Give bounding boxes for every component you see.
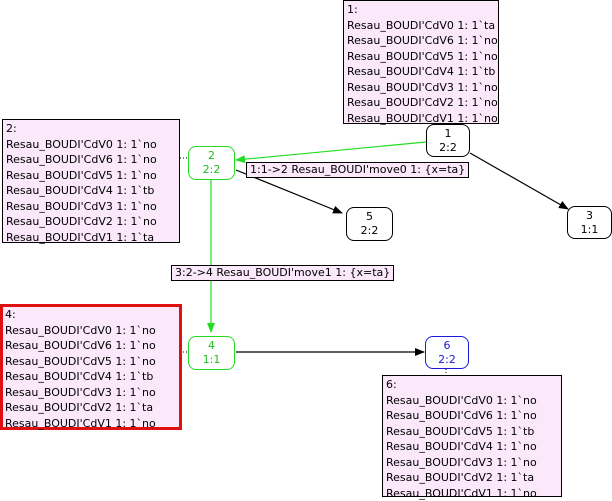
state-line: Resau_BOUDI'CdV1 1: 1`no [386, 486, 558, 501]
state-title: 2: [6, 121, 176, 137]
state-line: Resau_BOUDI'CdV6 1: 1`no [6, 152, 176, 168]
state-line: Resau_BOUDI'CdV5 1: 1`no [347, 49, 495, 65]
node-2[interactable]: 2 2:2 [188, 146, 235, 180]
state-box-1[interactable]: 1: Resau_BOUDI'CdV0 1: 1`ta Resau_BOUDI'… [343, 0, 499, 124]
state-line: Resau_BOUDI'CdV0 1: 1`no [6, 137, 176, 153]
node-id: 6 [426, 339, 468, 353]
state-box-4-selected[interactable]: 4: Resau_BOUDI'CdV0 1: 1`no Resau_BOUDI'… [0, 304, 182, 430]
node-marking: 2:2 [427, 141, 469, 155]
state-line: Resau_BOUDI'CdV5 1: 1`no [6, 168, 176, 184]
node-id: 1 [427, 127, 469, 141]
state-line: Resau_BOUDI'CdV1 1: 1`no [347, 111, 495, 127]
node-4[interactable]: 4 1:1 [188, 336, 235, 370]
state-line: Resau_BOUDI'CdV3 1: 1`no [347, 80, 495, 96]
edge-1-to-3 [470, 153, 568, 209]
state-line: Resau_BOUDI'CdV2 1: 1`ta [5, 400, 177, 416]
node-6[interactable]: 6 2:2 [425, 336, 469, 369]
state-title: 4: [5, 307, 177, 323]
state-line: Resau_BOUDI'CdV6 1: 1`no [5, 338, 177, 354]
state-line: Resau_BOUDI'CdV0 1: 1`no [5, 323, 177, 339]
node-id: 3 [568, 209, 611, 223]
state-line: Resau_BOUDI'CdV1 1: 1`ta [6, 230, 176, 246]
node-id: 2 [189, 149, 234, 163]
state-box-6[interactable]: 6: Resau_BOUDI'CdV0 1: 1`no Resau_BOUDI'… [382, 375, 562, 497]
state-line: Resau_BOUDI'CdV6 1: 1`no [347, 33, 495, 49]
state-box-2[interactable]: 2: Resau_BOUDI'CdV0 1: 1`no Resau_BOUDI'… [2, 119, 180, 243]
node-id: 4 [189, 339, 234, 353]
node-id: 5 [347, 210, 392, 224]
node-1[interactable]: 1 2:2 [426, 124, 470, 157]
node-marking: 2:2 [189, 163, 234, 177]
state-title: 6: [386, 377, 558, 393]
node-marking: 2:2 [426, 353, 468, 367]
state-line: Resau_BOUDI'CdV2 1: 1`ta [386, 470, 558, 486]
edge-1-to-2 [236, 142, 426, 160]
node-5[interactable]: 5 2:2 [346, 207, 393, 241]
node-marking: 1:1 [568, 223, 611, 237]
state-line: Resau_BOUDI'CdV5 1: 1`tb [386, 424, 558, 440]
state-line: Resau_BOUDI'CdV4 1: 1`tb [347, 64, 495, 80]
state-line: Resau_BOUDI'CdV3 1: 1`no [5, 385, 177, 401]
state-line: Resau_BOUDI'CdV3 1: 1`no [6, 199, 176, 215]
state-line: Resau_BOUDI'CdV4 1: 1`tb [6, 183, 176, 199]
state-line: Resau_BOUDI'CdV2 1: 1`no [347, 95, 495, 111]
state-line: Resau_BOUDI'CdV3 1: 1`no [386, 455, 558, 471]
node-marking: 1:1 [189, 353, 234, 367]
node-3[interactable]: 3 1:1 [567, 206, 612, 239]
state-line: Resau_BOUDI'CdV6 1: 1`no [386, 408, 558, 424]
state-line: Resau_BOUDI'CdV5 1: 1`no [5, 354, 177, 370]
state-line: Resau_BOUDI'CdV2 1: 1`no [6, 214, 176, 230]
state-line: Resau_BOUDI'CdV0 1: 1`no [386, 393, 558, 409]
node-marking: 2:2 [347, 224, 392, 238]
state-line: Resau_BOUDI'CdV0 1: 1`ta [347, 18, 495, 34]
state-line: Resau_BOUDI'CdV4 1: 1`no [386, 439, 558, 455]
edge-label-move1[interactable]: 3:2->4 Resau_BOUDI'move1 1: {x=ta} [171, 265, 394, 281]
state-line: Resau_BOUDI'CdV4 1: 1`tb [5, 369, 177, 385]
edge-label-move0[interactable]: 1:1->2 Resau_BOUDI'move0 1: {x=ta} [246, 162, 469, 178]
state-line: Resau_BOUDI'CdV1 1: 1`no [5, 416, 177, 432]
state-title: 1: [347, 2, 495, 18]
